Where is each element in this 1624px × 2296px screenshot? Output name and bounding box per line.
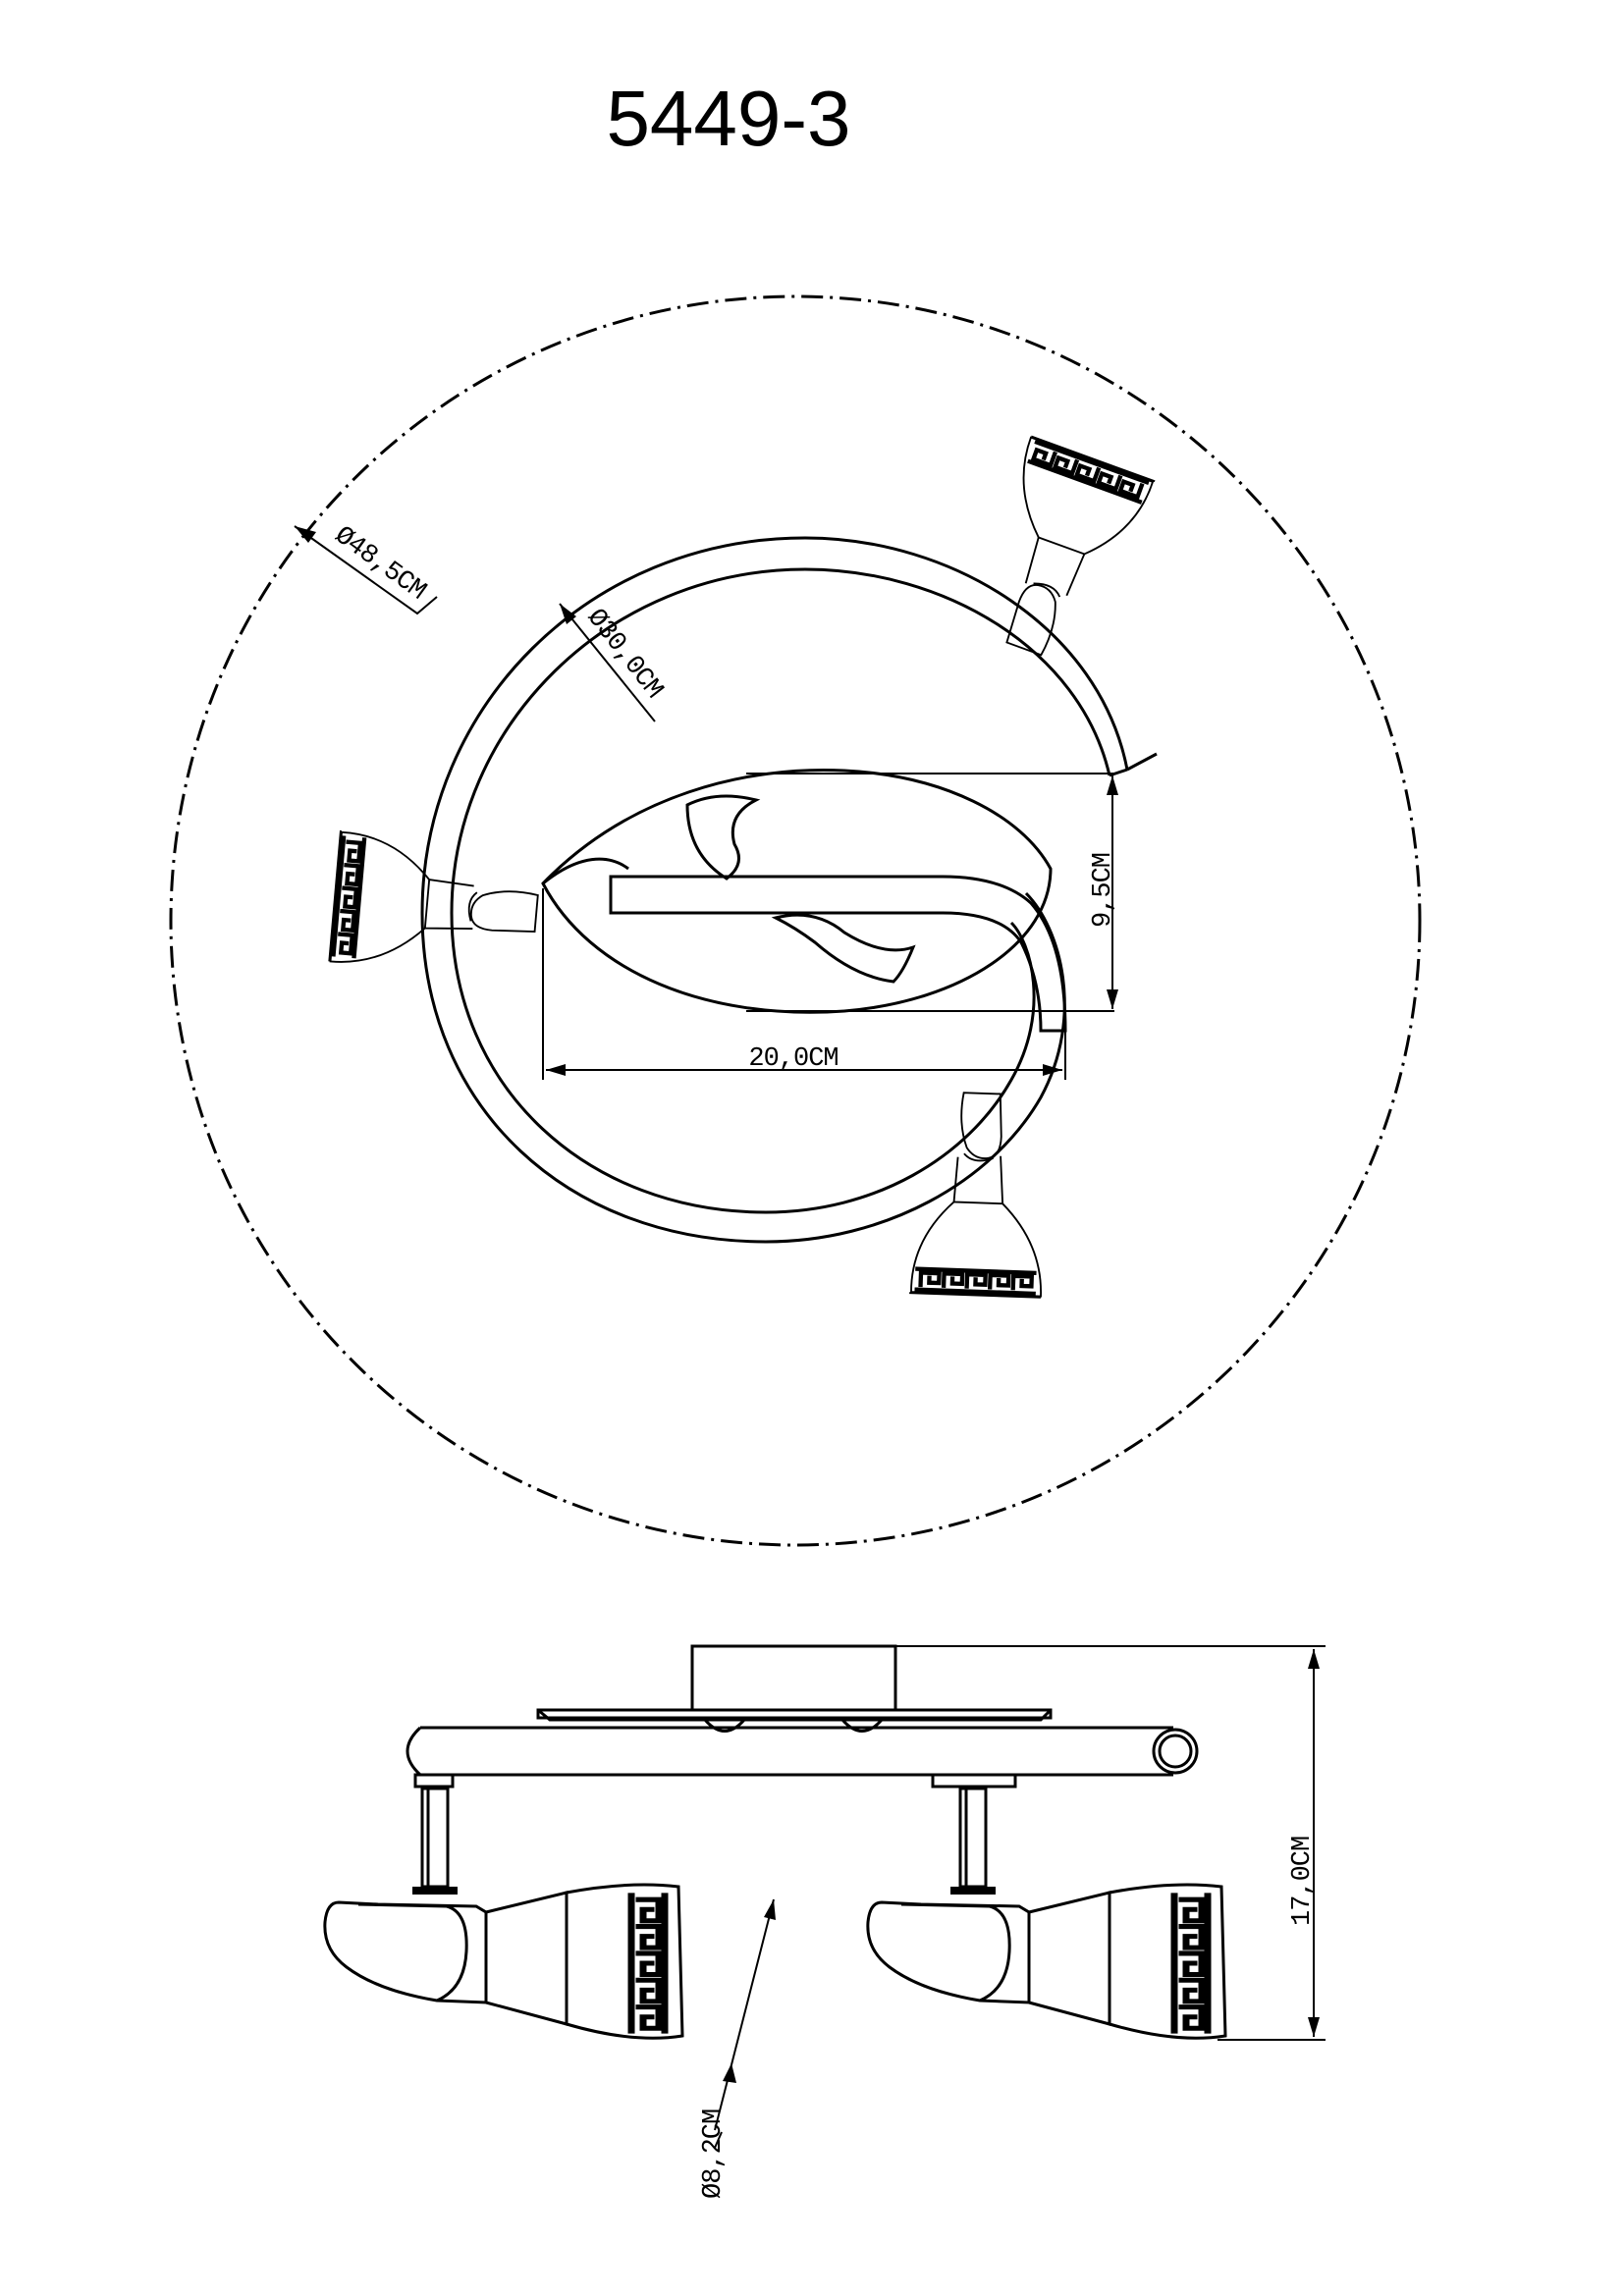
- width-label: 20,0CM: [748, 1044, 838, 1074]
- spotlight-left: [329, 830, 542, 979]
- shade-diameter-label: Ø8,2CM: [699, 2109, 729, 2199]
- side-spotlight-left: [325, 1885, 682, 2038]
- spotlight-bottom: [909, 1091, 1048, 1297]
- side-tube: [406, 1726, 1173, 1777]
- side-spotlight-right: [868, 1885, 1225, 2038]
- spotlight-top-right: [962, 436, 1155, 670]
- total-height-label: 17,0CM: [1288, 1837, 1318, 1926]
- outer-circle-dashdot: [169, 294, 1422, 1547]
- height-label: 9,5CM: [1089, 853, 1118, 928]
- spiral-ring: [420, 536, 1129, 1244]
- top-view: Ø48,5CM Ø30,0CM 9,5CM 20,0CM: [169, 294, 1422, 1547]
- center-arm: [609, 875, 1067, 1033]
- outer-diameter-label: Ø48,5CM: [329, 521, 431, 607]
- inner-leaf: [541, 769, 1053, 1014]
- side-view: 17,0CM Ø8,2CM: [325, 1644, 1326, 2199]
- model-number-title: 5449-3: [606, 75, 850, 162]
